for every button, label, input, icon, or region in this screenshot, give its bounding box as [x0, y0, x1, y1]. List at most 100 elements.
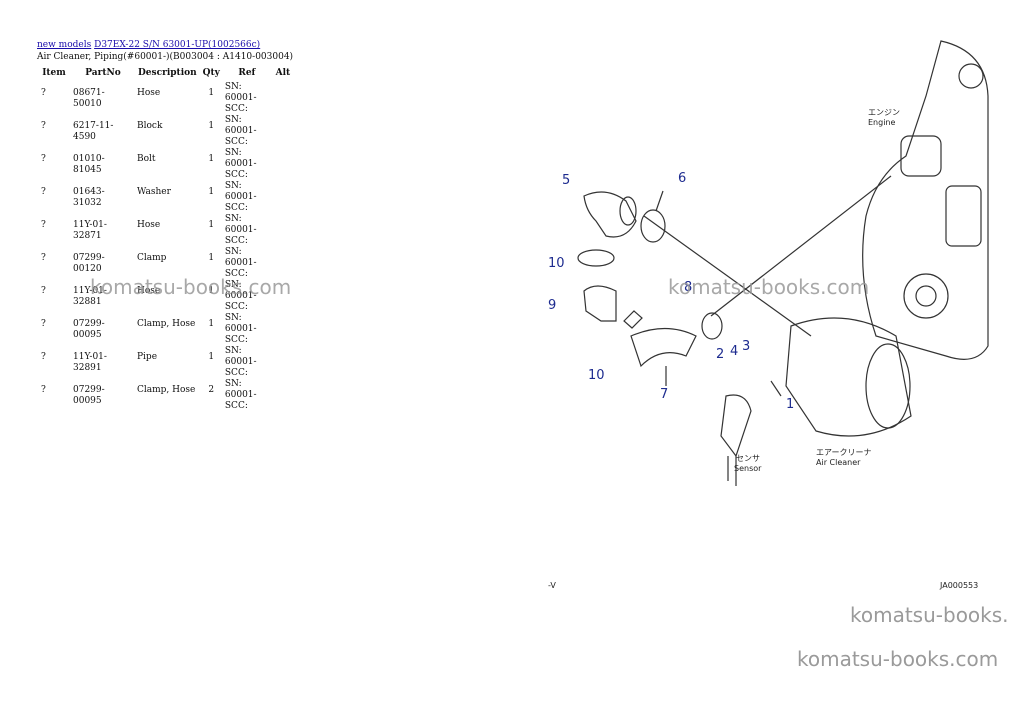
bolt [623, 310, 643, 329]
cell-ref: SN: 60001-SCC: [224, 313, 257, 345]
air-cleaner-label-jp: エアークリーナ [816, 448, 872, 457]
engine-outline [862, 40, 989, 360]
cell-partno: 08671-50010 [73, 88, 105, 109]
cell-description: Pipe [137, 352, 158, 362]
parts-diagram: 1 2 3 4 5 6 7 8 9 10 10 エンジン Engine エアーク… [548, 40, 989, 590]
engine-label-jp: エンジン [868, 108, 900, 117]
callout-label: 7 [660, 387, 668, 402]
table-row: ? 11Y-01-32871 Hose 1 SN: 60001-SCC: [37, 214, 295, 247]
sensor-lead [727, 456, 737, 486]
cell-partno: 01010-81045 [73, 154, 105, 175]
cell-partno: 07299-00120 [73, 253, 105, 274]
callout-label: 8 [684, 280, 692, 295]
header-description: Description [138, 68, 197, 78]
callout-label: 9 [548, 298, 556, 313]
cell-ref: SN: 60001-SCC: [224, 115, 257, 147]
cell-ref: SN: 60001-SCC: [224, 181, 257, 213]
cell-ref: SN: 60001-SCC: [224, 280, 257, 312]
cell-qty: 1 [208, 286, 215, 296]
hose [630, 327, 697, 368]
header-partno: PartNo [85, 68, 121, 78]
cell-alt [271, 346, 295, 379]
cell-description: Hose [137, 220, 161, 230]
cell-qty: 1 [208, 88, 215, 98]
cell-qty: 1 [208, 154, 215, 164]
air-cleaner-cap [865, 343, 911, 429]
table-row: ? 11Y-01-32881 Hose 1 SN: 60001-SCC: [37, 280, 295, 313]
cell-qty: 1 [208, 187, 215, 197]
cell-ref: SN: 60001-SCC: [224, 148, 257, 180]
table-row: ? 07299-00120 Clamp 1 SN: 60001-SCC: [37, 247, 295, 280]
table-row: ? 11Y-01-32891 Pipe 1 SN: 60001-SCC: [37, 346, 295, 379]
page-title: Air Cleaner, Piping(#60001-)(B003004 : A… [37, 52, 294, 62]
air-cleaner-body [785, 317, 912, 437]
cell-item: ? [41, 154, 46, 164]
cell-item: ? [41, 121, 46, 131]
table-header-row: Item PartNo Description Qty Ref Alt [37, 64, 295, 82]
cell-qty: 1 [208, 319, 215, 329]
clamp [701, 312, 723, 340]
hose-end [619, 196, 637, 226]
engine-cap [958, 63, 984, 89]
leader-line [655, 190, 664, 212]
sensor-label-en: Sensor [734, 464, 762, 473]
cell-partno: 11Y-01-32881 [73, 286, 107, 307]
callout-label: 6 [678, 171, 686, 186]
cell-description: Hose [137, 286, 161, 296]
cell-alt [271, 379, 295, 412]
cell-item: ? [41, 319, 46, 329]
cell-description: Hose [137, 88, 161, 98]
callout-label: 2 [716, 347, 724, 362]
figure-code: JA000553 [939, 581, 978, 590]
parts-table: Item PartNo Description Qty Ref Alt ? 08… [37, 64, 295, 412]
cell-ref: SN: 60001-SCC: [224, 214, 257, 246]
leader-line [643, 215, 812, 337]
engine-part [900, 135, 942, 177]
cell-partno: 07299-00095 [73, 319, 105, 340]
table-row: ? 01010-81045 Bolt 1 SN: 60001-SCC: [37, 148, 295, 181]
cell-ref: SN: 60001-SCC: [224, 379, 257, 411]
breadcrumb-link-new-models[interactable]: new models [37, 40, 92, 50]
cell-partno: 11Y-01-32871 [73, 220, 107, 241]
cell-alt [271, 181, 295, 214]
callout-label: 1 [786, 397, 794, 412]
pipe [583, 285, 617, 322]
table-row: ? 07299-00095 Clamp, Hose 2 SN: 60001-SC… [37, 379, 295, 412]
cell-qty: 1 [208, 253, 215, 263]
cell-qty: 1 [208, 220, 215, 230]
cell-item: ? [41, 352, 46, 362]
cell-ref: SN: 60001-SCC: [224, 82, 257, 114]
watermark: komatsu-books.com [90, 275, 292, 299]
cell-description: Washer [137, 187, 171, 197]
header-item: Item [42, 68, 66, 78]
air-cleaner-label-en: Air Cleaner [816, 458, 861, 467]
watermark: komatsu-books.com [797, 647, 999, 671]
callout-label: 10 [588, 368, 605, 383]
table-row: ? 07299-00095 Clamp, Hose 1 SN: 60001-SC… [37, 313, 295, 346]
cell-alt [271, 115, 295, 148]
engine-label-en: Engine [868, 118, 895, 127]
cell-partno: 01643-31032 [73, 187, 105, 208]
breadcrumb-link-model[interactable]: D37EX-22 S/N 63001-UP(1002566c) [94, 40, 261, 50]
header-alt: Alt [275, 68, 291, 78]
cell-partno: 6217-11-4590 [73, 121, 114, 142]
cell-alt [271, 148, 295, 181]
sensor-label-jp: センサ [736, 454, 760, 463]
cell-description: Block [137, 121, 163, 131]
leader-line [710, 175, 892, 317]
header-qty: Qty [202, 68, 220, 78]
elbow-hose [583, 191, 637, 238]
cell-description: Clamp, Hose [137, 385, 196, 395]
table-row: ? 6217-11-4590 Block 1 SN: 60001-SCC: [37, 115, 295, 148]
header-ref: Ref [238, 68, 256, 78]
cell-qty: 1 [208, 352, 215, 362]
cell-description: Clamp [137, 253, 167, 263]
cell-qty: 2 [208, 385, 215, 395]
engine-pulley-hub [915, 285, 937, 307]
cell-partno: 11Y-01-32891 [73, 352, 107, 373]
cell-item: ? [41, 385, 46, 395]
callout-label: 5 [562, 173, 570, 188]
engine-part [945, 185, 982, 247]
cell-alt [271, 82, 295, 115]
cell-ref: SN: 60001-SCC: [224, 346, 257, 378]
